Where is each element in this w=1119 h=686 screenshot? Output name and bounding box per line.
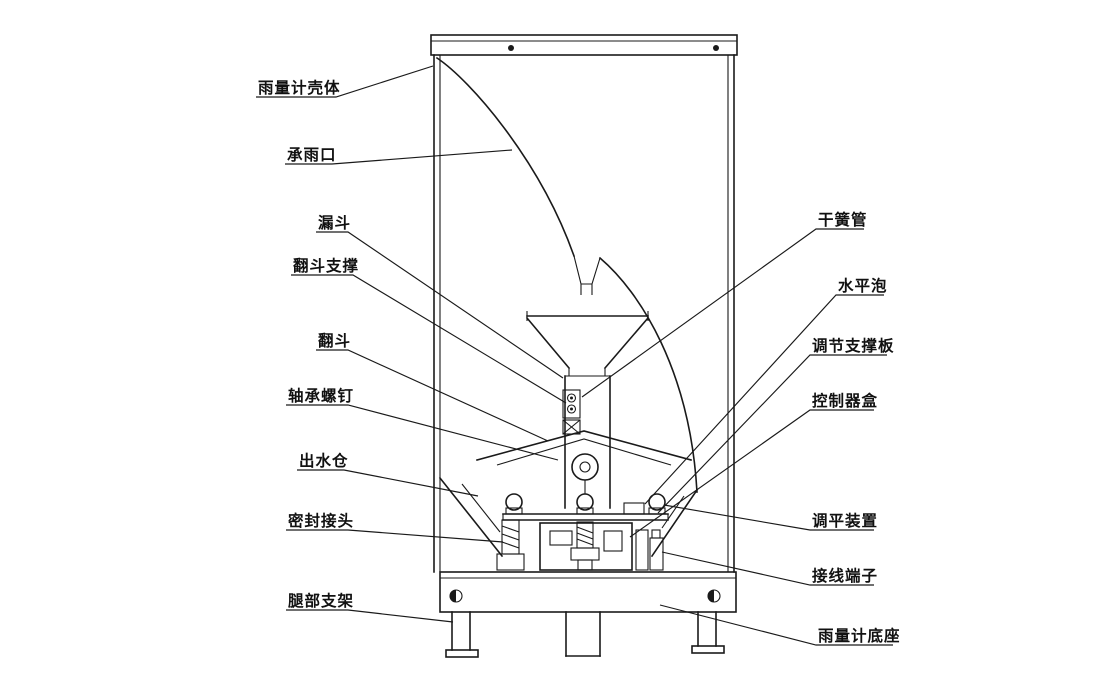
terminal-block	[635, 529, 664, 571]
reed-switch	[562, 389, 581, 419]
label-adjust-plate: 调节支撑板	[657, 336, 895, 514]
label-housing-text: 雨量计壳体	[258, 78, 341, 97]
label-sealed-joint: 密封接头	[286, 511, 504, 543]
label-rain-inlet-text: 承雨口	[287, 146, 337, 164]
label-controller-box-text: 控制器盒	[812, 391, 878, 410]
leveling-screws	[505, 493, 666, 515]
lid-bolt-icon	[713, 45, 719, 51]
label-reed-switch: 干簧管	[581, 210, 868, 398]
center-screw-spring	[570, 521, 600, 571]
lid-bolt-icon	[508, 45, 514, 51]
label-terminal: 接线端子	[661, 551, 878, 586]
label-leg-bracket: 腿部支架	[286, 591, 454, 623]
label-sealed-joint-text: 密封接头	[288, 511, 354, 530]
label-tipping-bucket-text: 翻斗	[318, 331, 351, 350]
label-tipping-bucket: 翻斗	[316, 331, 549, 442]
label-housing: 雨量计壳体	[256, 65, 434, 98]
label-leveling-device-text: 调平装置	[812, 511, 878, 530]
base-plate	[439, 571, 737, 613]
collector-spout	[573, 255, 601, 295]
label-terminal-text: 接线端子	[812, 566, 878, 585]
label-bearing-screw-text: 轴承螺钉	[288, 386, 354, 405]
label-adjust-plate-text: 调节支撑板	[812, 336, 895, 355]
rain-collector-curve	[435, 56, 698, 493]
label-gauge-base: 雨量计底座	[659, 604, 901, 646]
adjust-support-plate	[502, 513, 669, 521]
label-bearing-screw: 轴承螺钉	[286, 386, 559, 461]
left-drain-chute	[438, 476, 504, 558]
funnel	[525, 311, 650, 376]
label-rain-inlet: 承雨口	[285, 146, 513, 165]
label-level-bubble-text: 水平泡	[838, 276, 888, 295]
housing-walls	[433, 54, 735, 573]
label-gauge-base-text: 雨量计底座	[818, 626, 901, 645]
label-bucket-support-text: 翻斗支撑	[293, 256, 359, 275]
bucket-support-column	[564, 375, 611, 509]
level-bubble	[623, 502, 645, 515]
right-drain-chute	[650, 488, 699, 558]
label-level-bubble: 水平泡	[644, 276, 888, 505]
label-funnel-text: 漏斗	[318, 214, 351, 232]
label-leg-bracket-text: 腿部支架	[288, 591, 354, 610]
label-controller-box: 控制器盒	[629, 391, 878, 538]
top-lid	[430, 34, 738, 56]
label-funnel: 漏斗	[316, 214, 564, 379]
label-bucket-support: 翻斗支撑	[291, 256, 567, 404]
label-water-outlet: 出水仓	[297, 451, 479, 497]
bearing-screw	[571, 453, 599, 494]
label-water-outlet-text: 出水仓	[299, 451, 349, 470]
label-leveling-device: 调平装置	[663, 504, 878, 531]
label-reed-switch-text: 干簧管	[818, 210, 868, 229]
tipping-bucket	[476, 430, 692, 466]
sealed-joint	[496, 519, 525, 571]
legs	[445, 611, 725, 658]
